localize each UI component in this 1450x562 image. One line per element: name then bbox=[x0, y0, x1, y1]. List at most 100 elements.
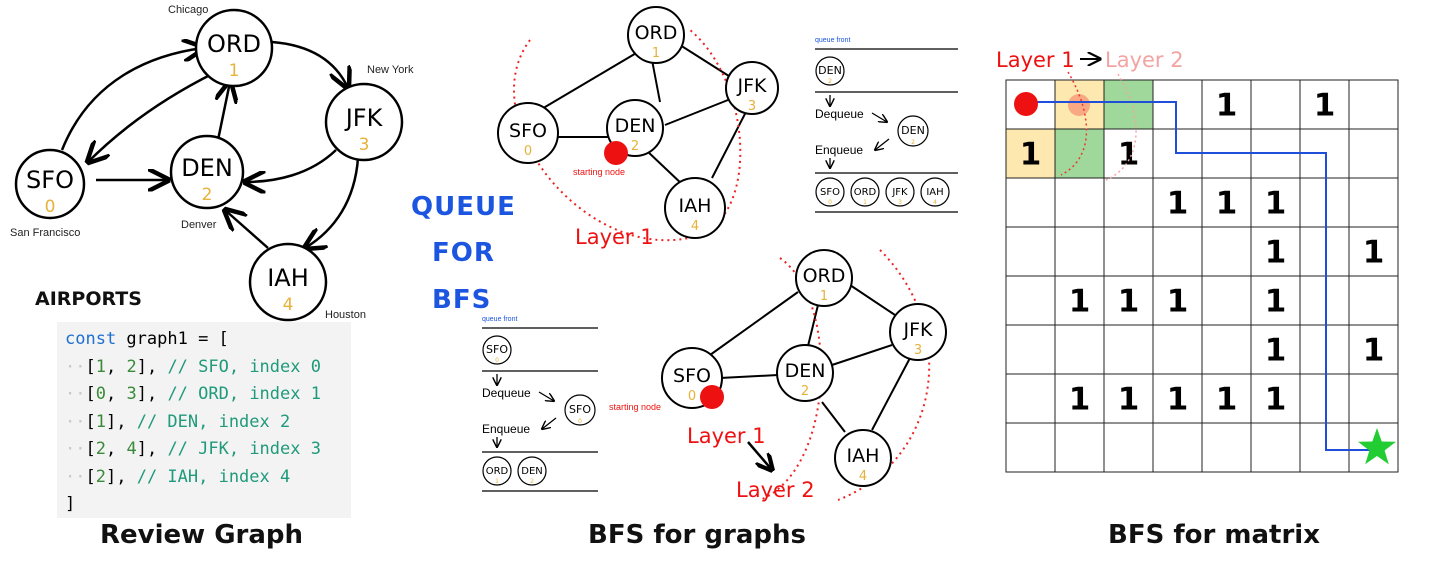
node-circle bbox=[834, 429, 892, 487]
matrix-cell bbox=[1054, 373, 1105, 424]
matrix-cell bbox=[1250, 373, 1301, 424]
matrix-cell bbox=[1348, 79, 1399, 130]
edge-jfk-den bbox=[245, 149, 337, 182]
node-circle bbox=[248, 242, 328, 322]
matrix-value: 1 bbox=[1216, 88, 1238, 124]
code-line: ··[1], // DEN, index 2 bbox=[65, 411, 291, 432]
matrix-value: 1 bbox=[1265, 284, 1287, 320]
matrix-value: 1 bbox=[1069, 284, 1091, 320]
layer2-ring-bottom bbox=[837, 249, 931, 501]
code-line: ··[2, 4], // JFK, index 3 bbox=[65, 439, 321, 459]
code-line: ··[1, 2], // SFO, index 0 bbox=[65, 356, 321, 377]
queue-node-index: 2 bbox=[911, 139, 915, 146]
layer2-label-bottom: Layer 2 bbox=[736, 478, 815, 502]
node-code: JFK bbox=[737, 75, 768, 97]
matrix-cell bbox=[1348, 226, 1399, 277]
matrix-cell bbox=[1005, 177, 1056, 228]
node-code: DEN bbox=[181, 154, 233, 182]
queue-node-index: 0 bbox=[578, 418, 582, 425]
matrix-cell bbox=[1201, 177, 1252, 228]
visited-marker bbox=[1068, 94, 1090, 116]
node-circle bbox=[795, 249, 853, 307]
matrix-value: 1 bbox=[1118, 137, 1140, 173]
node-circle bbox=[497, 102, 559, 164]
queue-node-label: SFO bbox=[820, 187, 840, 198]
caption-review-graph: Review Graph bbox=[100, 520, 304, 550]
node-index: 4 bbox=[283, 295, 294, 315]
bfs-graph-top bbox=[512, 29, 749, 242]
matrix-cell bbox=[1299, 373, 1350, 424]
matrix-value: 1 bbox=[1118, 284, 1140, 320]
node-code: JFK bbox=[344, 104, 384, 132]
edge-den-ord bbox=[218, 82, 230, 141]
code-line: ··[0, 3], // ORD, index 1 bbox=[65, 384, 321, 404]
matrix-cell bbox=[1250, 422, 1301, 473]
matrix-value: 1 bbox=[1216, 382, 1238, 418]
node-index: 0 bbox=[524, 144, 532, 159]
matrix-value: 1 bbox=[1118, 382, 1140, 418]
queue-node-label: ORD bbox=[486, 466, 509, 477]
matrix-cell bbox=[1005, 422, 1056, 473]
start-marker bbox=[1014, 92, 1038, 116]
queue-node-circle bbox=[815, 177, 845, 207]
layer1-label-top: Layer 1 bbox=[575, 225, 654, 249]
matrix-cell bbox=[1201, 422, 1252, 473]
matrix-cell bbox=[1103, 226, 1154, 277]
node-circle bbox=[14, 148, 86, 220]
matrix-value: 1 bbox=[1020, 137, 1042, 173]
queue-node-circle bbox=[517, 456, 547, 486]
matrix-cell bbox=[1152, 324, 1203, 375]
matrix-cell bbox=[1103, 79, 1154, 130]
matrix-value: 1 bbox=[1265, 382, 1287, 418]
caption-bfs-matrix: BFS for matrix bbox=[1108, 520, 1320, 550]
edge-jfk-iah bbox=[305, 157, 360, 248]
matrix-cell bbox=[1250, 177, 1301, 228]
matrix-cell bbox=[1348, 128, 1399, 179]
edge-sfo-ord bbox=[60, 48, 203, 151]
queue-front-label: queue front bbox=[815, 37, 850, 44]
node-circle bbox=[627, 6, 685, 64]
matrix-value: 1 bbox=[1167, 186, 1189, 222]
matrix-layer2-label: Layer 2 bbox=[1105, 48, 1184, 72]
queue-node-circle bbox=[850, 177, 880, 207]
bfs-node-iah: IAH 4 bbox=[834, 429, 892, 487]
dequeue-label: Dequeue bbox=[482, 386, 531, 400]
node-city: San Francisco bbox=[10, 227, 80, 239]
node-code: JFK bbox=[903, 319, 934, 341]
node-code: IAH bbox=[679, 195, 712, 217]
matrix-value: 1 bbox=[1265, 333, 1287, 369]
node-code: ORD bbox=[803, 265, 846, 287]
matrix-cell bbox=[1152, 226, 1203, 277]
queue-node-circle bbox=[920, 177, 950, 207]
node-index: 2 bbox=[202, 185, 213, 205]
node-city: New York bbox=[367, 64, 414, 76]
matrix-value: 1 bbox=[1167, 284, 1189, 320]
node-index: 4 bbox=[859, 469, 867, 484]
matrix-cell bbox=[1054, 422, 1105, 473]
enqueue-label: Enqueue bbox=[815, 143, 863, 157]
dequeue-out-arrow bbox=[538, 391, 554, 401]
matrix-cell bbox=[1348, 275, 1399, 326]
queue-node-index: 0 bbox=[828, 199, 832, 206]
matrix-cell bbox=[1054, 324, 1105, 375]
matrix-cell bbox=[1299, 275, 1350, 326]
edge-ord-sfo bbox=[88, 71, 215, 162]
node-index: 1 bbox=[229, 61, 240, 81]
code-line: ··[2], // IAH, index 4 bbox=[65, 466, 291, 487]
matrix-cell bbox=[1103, 177, 1154, 228]
node-city: Houston bbox=[325, 309, 366, 321]
matrix-cell bbox=[1054, 177, 1105, 228]
node-code: IAH bbox=[847, 445, 880, 467]
queue-node-label: DEN bbox=[901, 124, 925, 137]
